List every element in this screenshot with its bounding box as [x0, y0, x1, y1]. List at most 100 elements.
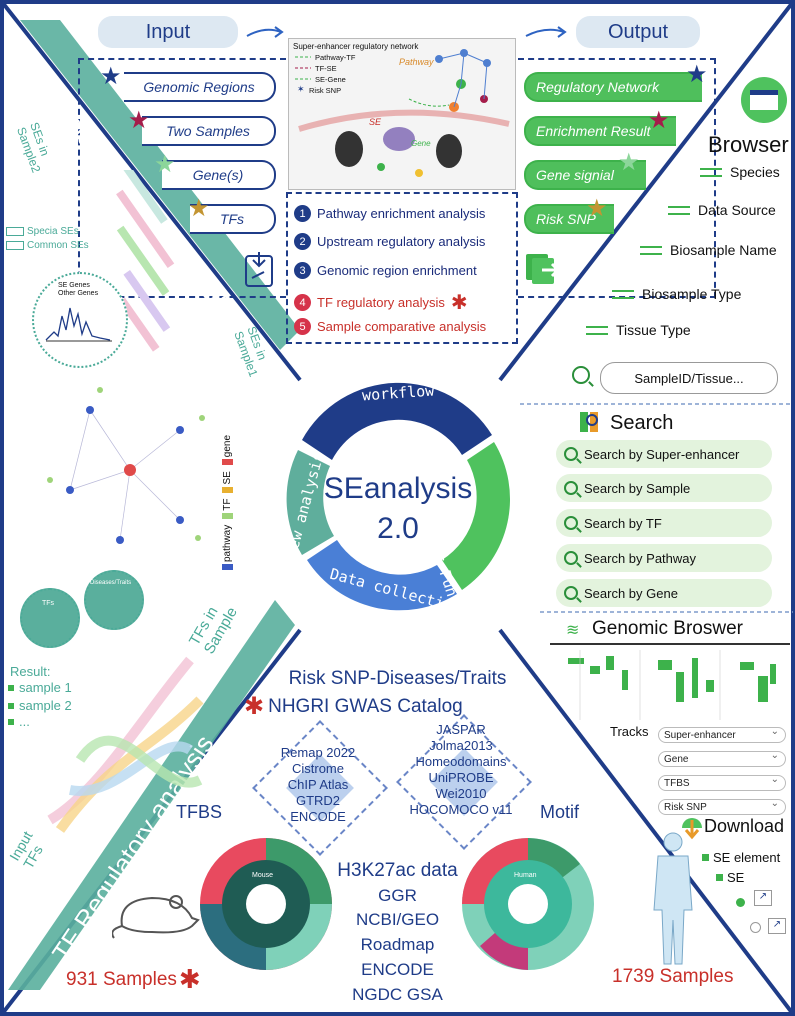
search-icon — [564, 481, 578, 495]
network-title: Super-enhancer regulatory network — [293, 42, 419, 51]
signal-circle — [32, 272, 128, 368]
mouse-samples-count: 931 Samples — [66, 968, 177, 990]
ring-other-function[interactable] — [442, 442, 511, 590]
bullet-icon — [8, 702, 14, 709]
input-two-samples[interactable]: Two Samples — [142, 116, 276, 146]
motif-sources: JASPAR Jolma2013 Homeodomains UniPROBE W… — [396, 722, 526, 818]
h3k27ac-title: H3K27ac data — [337, 860, 458, 881]
output-risk-snp[interactable]: Risk SNP — [524, 204, 614, 234]
result-more[interactable]: ... — [8, 714, 30, 729]
tfbs-label: TFBS — [176, 802, 223, 822]
legend-tf: TF — [222, 498, 233, 519]
result-sample-1[interactable]: sample 1 — [8, 680, 72, 695]
output-regulatory-network[interactable]: Regulatory Network — [524, 72, 702, 102]
asterisk-icon: ✱ — [450, 292, 468, 314]
track-select-tfbs[interactable]: TFBS — [658, 774, 786, 791]
search-title: Search — [610, 412, 674, 434]
gwas-line: ✱ NHGRI GWAS Catalog — [244, 692, 463, 721]
human-samples-count: 1739 Samples — [612, 966, 734, 987]
mini-diseases-chart — [84, 570, 144, 630]
browser-title: Browser — [708, 132, 789, 157]
tfbs-source: GTRD2 — [295, 793, 341, 808]
filter-data-source[interactable]: Data Source — [668, 202, 776, 218]
h3-source: ENCODE — [361, 960, 434, 979]
filter-label: Tissue Type — [616, 322, 691, 338]
ring-data-collection[interactable] — [307, 540, 457, 611]
h3-source: GGR — [378, 886, 417, 905]
ses-sample2-label: SEs in Sample2 — [14, 120, 53, 175]
search-by-sample[interactable]: Search by Sample — [556, 474, 772, 502]
share-icon[interactable]: ↗ — [754, 890, 772, 906]
mini-tfs-chart — [20, 588, 80, 648]
radio-selected[interactable] — [736, 898, 745, 907]
mouse-samples: 931 Samples ✱ — [66, 964, 201, 995]
mouse-label: Mouse — [252, 872, 274, 879]
star-icon: ★ — [154, 151, 176, 178]
track-select-super-enhancer[interactable]: Super-enhancer — [658, 726, 786, 743]
search-icon — [564, 586, 578, 600]
motif-source: Jolma2013 — [429, 738, 493, 753]
motif-label: Motif — [540, 802, 580, 822]
download-se[interactable]: SE — [716, 870, 744, 885]
se-bars-drawing — [116, 170, 175, 352]
asterisk-icon: ✱ — [178, 964, 201, 994]
search-icon — [564, 516, 578, 530]
share-icon[interactable]: ↗ — [768, 918, 786, 934]
input-genes[interactable]: Gene(s) — [162, 160, 276, 190]
search-label: Search by Super-enhancer — [584, 446, 740, 462]
ring-workflow[interactable] — [302, 382, 492, 460]
download-label: SE element — [713, 850, 781, 865]
legend-gene: gene — [222, 434, 233, 466]
human-icon — [653, 832, 693, 965]
filter-species[interactable]: Species — [700, 164, 780, 180]
result-sample-2[interactable]: sample 2 — [8, 698, 72, 713]
search-by-super-enhancer[interactable]: Search by Super-enhancer — [556, 440, 772, 468]
filter-biosample-name[interactable]: Biosample Name — [640, 242, 777, 258]
mini-tfs-label: TFs — [42, 600, 55, 607]
search-panel-icon — [580, 412, 598, 432]
analysis-label: Upstream regulatory analysis — [317, 234, 486, 249]
svg-text:✶: ✶ — [297, 84, 305, 94]
analysis-genomic-region[interactable]: 3 Genomic region enrichment — [294, 262, 477, 279]
special-ses-legend: Specia SEs — [6, 226, 79, 237]
genomic-browser-title: Genomic Broswer — [592, 618, 743, 639]
input-box — [78, 58, 286, 298]
network-gene-label: Gene — [411, 139, 431, 148]
download-label: SE — [727, 870, 745, 885]
download-title: Download — [704, 816, 785, 836]
gwas-label: NHGRI GWAS Catalog — [268, 695, 463, 717]
track-select-gene[interactable]: Gene — [658, 750, 786, 767]
h3-source: Roadmap — [360, 935, 435, 954]
filter-biosample-type[interactable]: Biosample Type — [612, 286, 741, 302]
analysis-label: Genomic region enrichment — [317, 263, 477, 278]
output-gene-signal[interactable]: Gene signial — [524, 160, 646, 190]
step-number: 4 — [294, 294, 311, 311]
result-item: ... — [19, 714, 30, 729]
filter-tissue-type[interactable]: Tissue Type — [586, 322, 691, 338]
output-enrichment-result[interactable]: Enrichment Result — [524, 116, 676, 146]
download-se-element[interactable]: SE element — [702, 850, 780, 865]
browser-search-input[interactable]: SampleID/Tissue... — [600, 362, 778, 394]
track-select-risk-snp[interactable]: Risk SNP — [658, 798, 786, 815]
search-by-pathway[interactable]: Search by Pathway — [556, 544, 772, 572]
radio-unselected[interactable] — [750, 922, 761, 933]
step-number: 3 — [294, 262, 311, 279]
input-tfs[interactable]: TFs — [190, 204, 276, 234]
ring-new-analysis[interactable] — [286, 450, 334, 555]
network-figure: Super-enhancer regulatory network Pathwa… — [288, 38, 516, 190]
filter-icon — [612, 287, 634, 301]
motif-source: Wei2010 — [435, 786, 487, 801]
search-label: Search by Gene — [584, 585, 678, 601]
regulatory-network-drawing — [47, 387, 205, 544]
bullet-icon — [8, 684, 14, 691]
star-icon: ★ — [686, 61, 708, 88]
input-genomic-regions[interactable]: Genomic Regions — [124, 72, 276, 102]
star-icon: ★ — [100, 63, 122, 90]
filter-icon — [640, 243, 662, 257]
search-by-tf[interactable]: Search by TF — [556, 509, 772, 537]
search-by-gene[interactable]: Search by Gene — [556, 579, 772, 607]
